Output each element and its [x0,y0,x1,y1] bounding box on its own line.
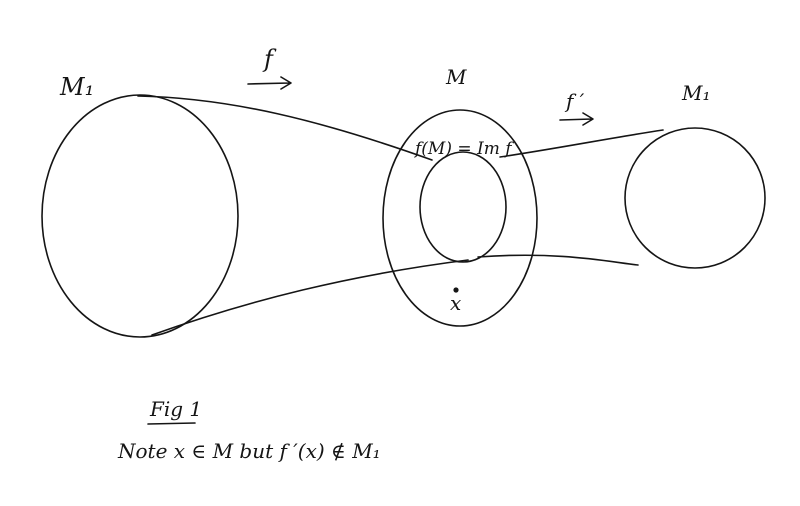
f-prime-label: f ′ [564,89,585,113]
lower-connector-right [477,254,639,266]
m1-right-label: M₁ [681,81,711,105]
caption-note: Note x ∈ M but f ′(x) ∉ M₁ [117,439,381,463]
point-x-label: x [450,291,461,315]
f-label: f [262,45,277,73]
caption-title-underline [147,422,196,425]
m-label: M [445,65,467,89]
m1-right-ellipse [624,127,766,269]
caption-title: Fig 1 [149,397,202,421]
arrow-f-prime-icon [559,112,594,126]
lower-connector-left [151,259,469,336]
point-x-dot [453,287,459,293]
m1-left-label: M₁ [59,73,94,101]
m1-left-ellipse [41,94,239,338]
image-label: f(M) = Im f [413,139,514,159]
upper-connector-right [499,129,664,158]
image-ellipse [419,151,507,263]
arrow-f-icon [247,76,292,90]
m-ellipse [382,109,538,327]
upper-connector-left [137,95,433,161]
